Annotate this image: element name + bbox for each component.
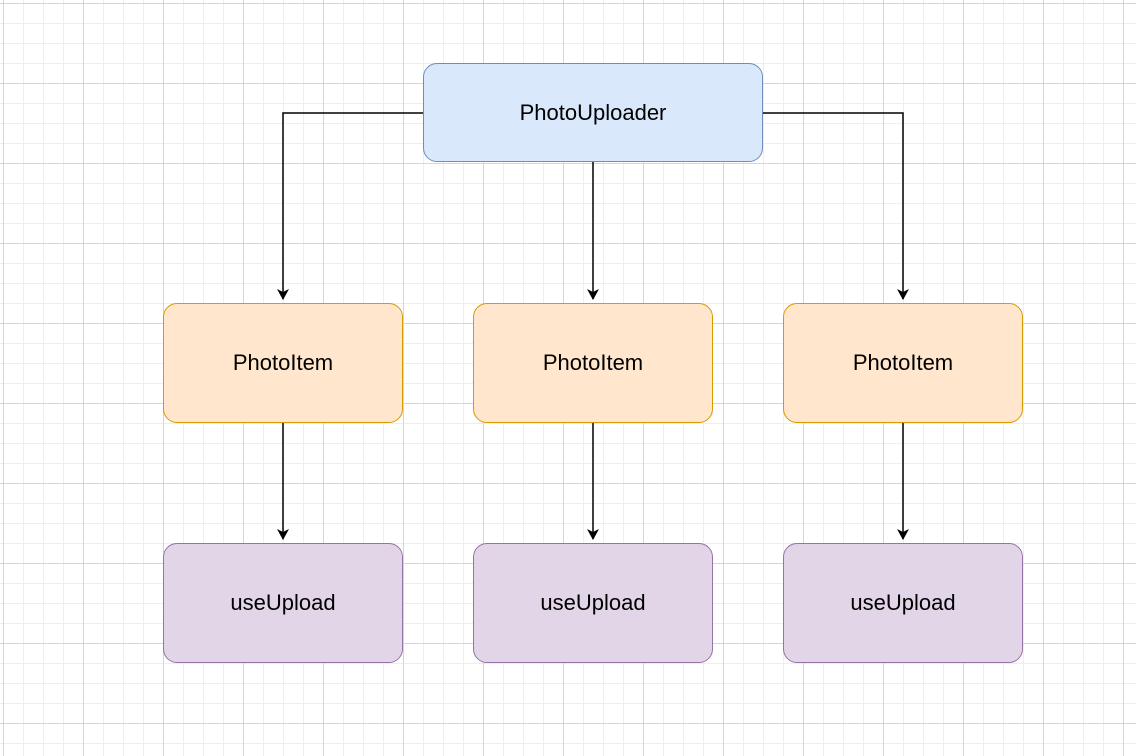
node-use-upload-3[interactable]: useUpload (783, 543, 1023, 663)
node-label: PhotoItem (542, 350, 644, 375)
node-photo-item-1[interactable]: PhotoItem (163, 303, 403, 423)
node-label: PhotoItem (852, 350, 954, 375)
node-use-upload-2[interactable]: useUpload (473, 543, 713, 663)
edge-root-to-item-1[interactable] (277, 112, 423, 300)
node-photo-item-3[interactable]: PhotoItem (783, 303, 1023, 423)
node-label: useUpload (850, 590, 956, 615)
node-label: useUpload (230, 590, 336, 615)
node-label: PhotoUploader (519, 99, 667, 125)
node-label: PhotoItem (232, 350, 334, 375)
node-photo-item-2[interactable]: PhotoItem (473, 303, 713, 423)
node-photo-uploader[interactable]: PhotoUploader (423, 63, 763, 162)
node-label: useUpload (540, 590, 646, 615)
edge-root-to-item-3[interactable] (763, 112, 909, 300)
node-use-upload-1[interactable]: useUpload (163, 543, 403, 663)
